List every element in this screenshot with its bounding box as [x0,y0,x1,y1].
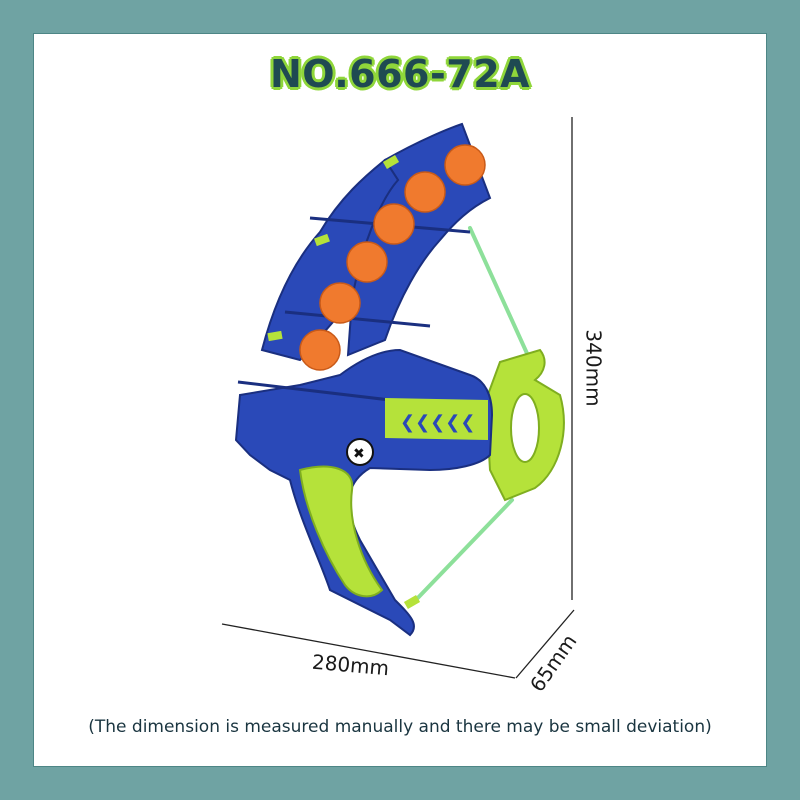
svg-text:✖: ✖ [353,446,365,462]
arrow-decal: ❮❮❮❮❮ [385,398,488,440]
dimension-lines [221,117,575,679]
svg-text:❮❮❮❮❮: ❮❮❮❮❮ [400,412,475,433]
green-grip [298,465,384,598]
green-tabs [267,155,421,609]
depth-dimension-line [515,609,575,679]
width-dimension-line [221,623,516,679]
foam-balls [299,144,486,371]
green-handle [484,348,565,502]
logo-badge: ✖ [346,438,374,466]
bow-string [410,226,532,606]
model-number-title: NO.666-72A [269,52,531,96]
height-label: 340mm [581,329,606,407]
disclaimer-caption: (The dimension is measured manually and … [88,717,712,737]
